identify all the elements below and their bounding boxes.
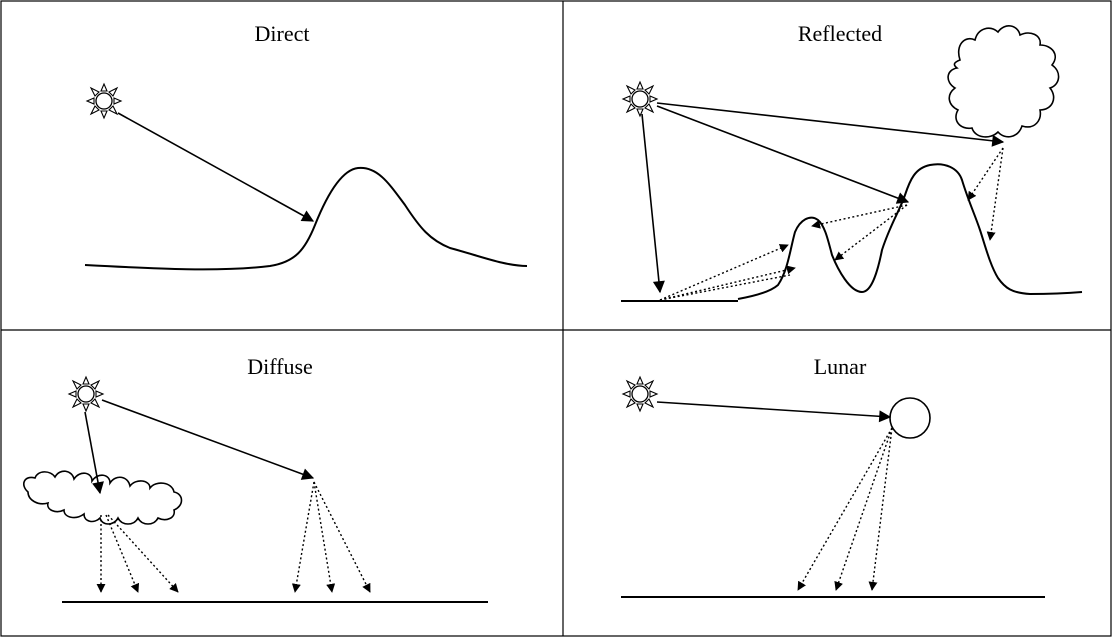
panel-title-reflected: Reflected	[798, 21, 882, 46]
ray-to-cloud	[84, 411, 104, 495]
cloud-icon	[23, 470, 183, 525]
lunar-rays	[797, 427, 893, 591]
sun-icon	[622, 81, 658, 117]
direct-ray	[117, 112, 315, 222]
panel-title-diffuse: Diffuse	[247, 354, 313, 379]
sun-icon	[86, 83, 122, 119]
panel-title-direct: Direct	[255, 21, 310, 46]
sun-icon	[68, 376, 104, 412]
moon-icon	[889, 397, 931, 439]
panel-reflected: Reflected	[621, 21, 1083, 302]
ray-to-air	[101, 399, 315, 480]
mountain-profile	[737, 163, 1083, 300]
panel-lunar: Lunar	[621, 354, 1045, 598]
terrain-line	[84, 166, 528, 271]
ray-to-cloud	[656, 102, 1005, 147]
sun-icon	[622, 376, 658, 412]
ray-to-ground	[641, 113, 665, 294]
ray-to-moon	[656, 401, 892, 423]
panel-direct: Direct	[84, 21, 528, 271]
panel-title-lunar: Lunar	[814, 354, 867, 379]
diffuse-rays	[96, 481, 371, 593]
panel-diffuse: Diffuse	[23, 354, 488, 603]
cloud-icon	[947, 25, 1060, 138]
ray-to-mountain	[656, 105, 910, 204]
reflected-rays	[659, 147, 1004, 301]
